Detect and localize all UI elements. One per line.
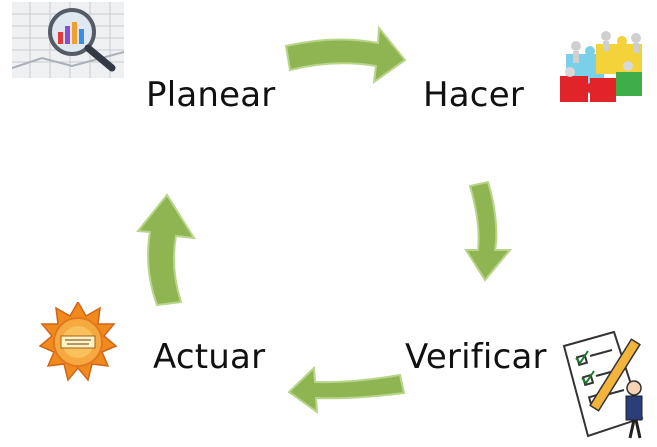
puzzle-team-icon <box>560 31 642 102</box>
checklist-person-icon <box>562 330 644 439</box>
step-label-verificar: Verificar <box>405 337 547 377</box>
arrow-do-to-check <box>464 180 513 282</box>
arrow-check-to-act <box>287 365 406 415</box>
orange-sun-badge-icon <box>38 302 118 382</box>
step-label-actuar: Actuar <box>153 337 266 377</box>
magnifier-chart-icon <box>12 2 124 78</box>
arrow-plan-to-do <box>284 25 407 85</box>
arrow-act-to-plan <box>136 193 196 307</box>
step-label-planear: Planear <box>146 75 276 115</box>
step-label-hacer: Hacer <box>423 75 524 115</box>
